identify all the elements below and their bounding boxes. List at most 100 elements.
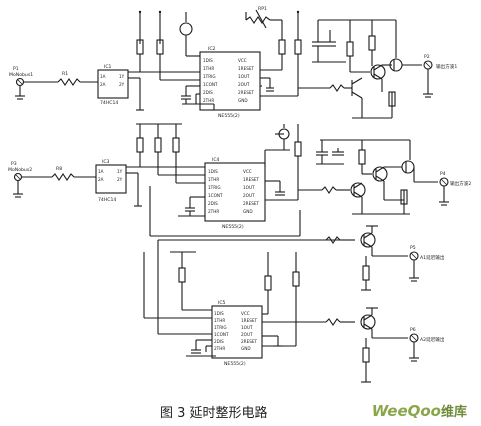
svg-text:1CONT: 1CONT: [214, 332, 229, 337]
svg-text:2A: 2A: [98, 177, 104, 182]
timer-chip-3: [211, 305, 263, 359]
figure-caption: 图 3 延时整形电路: [160, 406, 268, 421]
svg-text:2RESET: 2RESET: [238, 90, 255, 95]
svg-text:1DIS: 1DIS: [208, 169, 218, 174]
resistor-r12: [294, 141, 302, 157]
resistor-r9b: [136, 137, 144, 153]
svg-text:1OUT: 1OUT: [241, 325, 253, 330]
inverter-chip-2: [95, 164, 127, 194]
svg-text:2OUT: 2OUT: [238, 82, 250, 87]
timer-chip-2-id: IC4: [212, 157, 220, 163]
transistor-q1: [351, 77, 363, 85]
resistor-r17: [292, 271, 300, 287]
timer-chip-2-part: NE555(2): [222, 224, 244, 230]
svg-text:1A: 1A: [100, 74, 106, 79]
svg-text:1THR: 1THR: [214, 318, 225, 323]
svg-text:1TRIG: 1TRIG: [208, 185, 221, 190]
resistor-r7: [346, 41, 354, 57]
svg-text:1THR: 1THR: [208, 177, 219, 182]
transistor-q7: [360, 232, 376, 248]
transistor-q2: [370, 64, 386, 80]
resistor-r9: [388, 91, 396, 107]
output-label-a: P5: [410, 245, 416, 251]
svg-text:1Y: 1Y: [119, 74, 125, 79]
resistor-r14: [400, 189, 408, 205]
svg-text:2DIS: 2DIS: [214, 339, 224, 344]
input-signal-1: MoNobus1: [9, 72, 33, 78]
svg-text:1OUT: 1OUT: [243, 185, 255, 190]
svg-text:1OUT: 1OUT: [238, 74, 250, 79]
svg-text:1CONT: 1CONT: [208, 193, 223, 198]
output-signal-2: 输出方波2: [450, 180, 471, 187]
transistor-q8: [360, 314, 376, 330]
svg-text:2Y: 2Y: [119, 82, 125, 87]
output-label-b: P6: [410, 327, 416, 333]
svg-text:1DIS: 1DIS: [203, 58, 213, 63]
svg-text:2RESET: 2RESET: [241, 339, 258, 344]
svg-text:1RESET: 1RESET: [243, 177, 260, 182]
svg-text:GND: GND: [238, 98, 248, 103]
output-signal-1: 输出方波1: [436, 63, 457, 70]
potentiometer-rp1: [245, 16, 271, 24]
resistor-r13: [358, 149, 366, 165]
output-label-2: P4: [440, 171, 446, 177]
resistor-r10: [154, 137, 162, 153]
resistor-r16: [264, 275, 272, 291]
resistor-r18: [362, 265, 370, 281]
output-signal-b: A2延迟输出: [420, 336, 445, 343]
section-2-pulse-shaper: P3 MoNobus2 R8 IC3 74HC14 1A 2A 1Y 2Y: [8, 123, 471, 237]
potentiometer-rp1-label: RP1: [258, 6, 267, 12]
transistor-q5: [372, 166, 388, 182]
input-label-2: P3: [11, 161, 17, 167]
resistor-r1: [57, 78, 81, 86]
svg-text:VCC: VCC: [241, 311, 250, 316]
resistor-r1-label: R1: [62, 71, 68, 77]
inverter-chip-1: [97, 69, 129, 99]
output-signal-a: A1延迟输出: [420, 254, 445, 261]
svg-text:2Y: 2Y: [117, 177, 123, 182]
inverter-chip-1-id: IC1: [104, 64, 112, 70]
svg-text:2THR: 2THR: [208, 209, 219, 214]
svg-text:GND: GND: [241, 346, 251, 351]
svg-text:1DIS: 1DIS: [214, 311, 224, 316]
svg-text:VCC: VCC: [243, 169, 252, 174]
timer-chip-3-part: NE555(2): [224, 361, 246, 367]
section-3-delay-outputs: IC5 NE555(2) 1DIS 1THR 1TRIG 1CONT 2DIS …: [143, 225, 445, 383]
watermark-brand: WeeQoo: [371, 402, 441, 420]
timer-chip-1-id: IC2: [208, 46, 216, 52]
svg-text:2DIS: 2DIS: [208, 201, 218, 206]
svg-text:1TRIG: 1TRIG: [203, 74, 216, 79]
svg-text:2RESET: 2RESET: [243, 201, 260, 206]
svg-text:1RESET: 1RESET: [238, 66, 255, 71]
timer-chip-1: [199, 51, 261, 111]
transistor-q6: [401, 160, 415, 174]
resistor-r8b: [51, 173, 75, 181]
input-signal-2: MoNobus2: [8, 167, 32, 173]
svg-text:GND: GND: [243, 209, 253, 214]
resistor-r8: [368, 35, 376, 51]
svg-text:2OUT: 2OUT: [241, 332, 253, 337]
svg-text:2A: 2A: [100, 82, 106, 87]
timer-chip-2: [204, 162, 266, 222]
svg-text:2DIS: 2DIS: [203, 90, 213, 95]
svg-text:VCC: VCC: [238, 58, 247, 63]
svg-text:1Y: 1Y: [117, 169, 123, 174]
output-label-1: P2: [424, 54, 430, 60]
svg-text:2OUT: 2OUT: [243, 193, 255, 198]
svg-text:1TRIG: 1TRIG: [214, 325, 227, 330]
resistor-r8b-label: R8: [56, 166, 62, 172]
svg-text:1RESET: 1RESET: [241, 318, 258, 323]
svg-text:2THR: 2THR: [203, 98, 214, 103]
resistor-r6: [294, 39, 302, 55]
inverter-chip-1-part: 74HC14: [100, 100, 118, 106]
svg-text:1A: 1A: [98, 169, 104, 174]
resistor-r19: [362, 347, 370, 363]
timer-chip-1-part: NE555(2): [218, 113, 240, 119]
timer-chip-3-id: IC5: [218, 300, 226, 306]
inverter-chip-2-id: IC3: [102, 159, 110, 165]
watermark-logo: WeeQoo维库: [372, 401, 467, 420]
svg-text:1THR: 1THR: [203, 66, 214, 71]
input-label-1: P1: [13, 66, 19, 72]
resistor-r15: [178, 267, 186, 283]
